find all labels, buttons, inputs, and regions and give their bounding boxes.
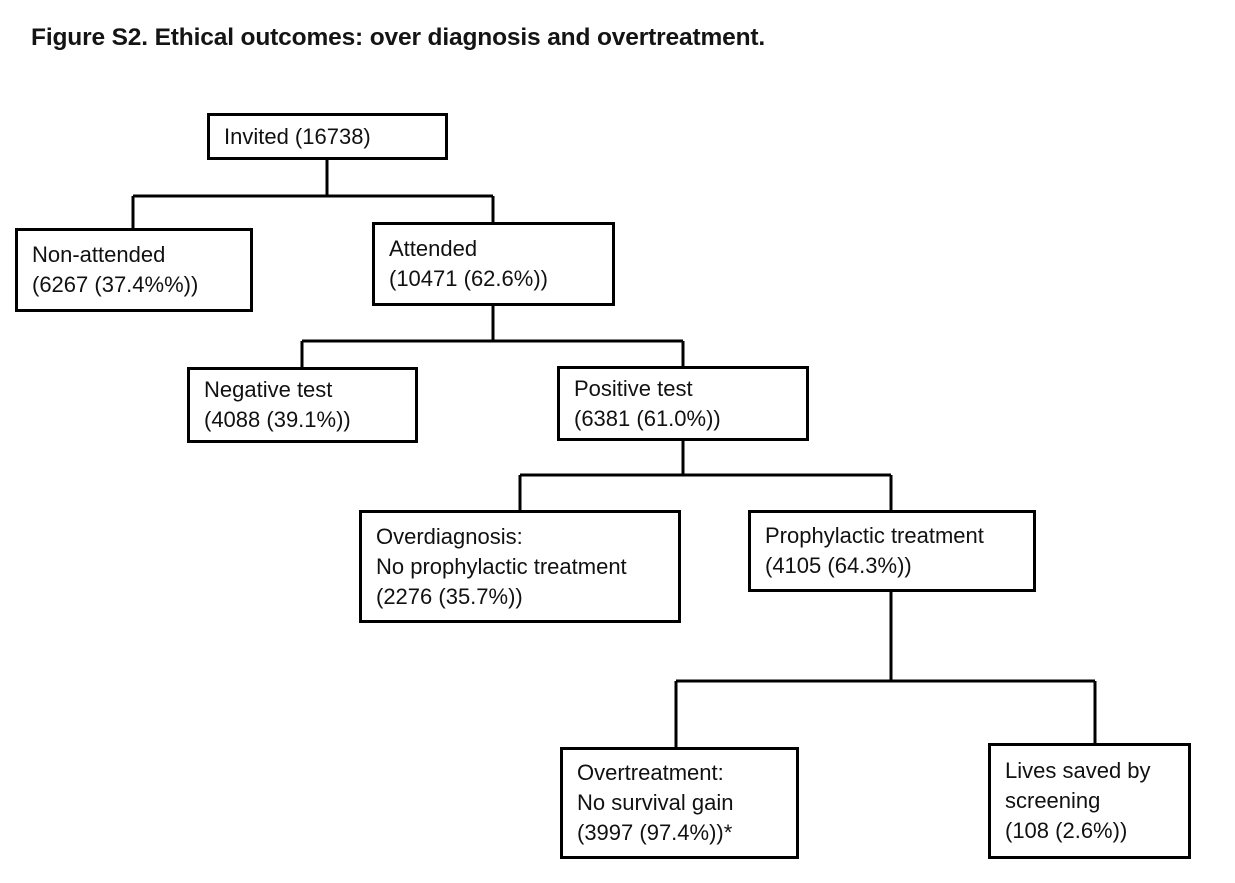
node-attended-line-2: (10471 (62.6%)) bbox=[389, 266, 548, 291]
node-lives-saved-line-1: Lives saved by bbox=[1005, 758, 1151, 783]
node-negative-test[interactable]: Negative test (4088 (39.1%)) bbox=[187, 367, 418, 443]
node-positive-test-line-2: (6381 (61.0%)) bbox=[574, 405, 721, 431]
node-lives-saved-line-3: (108 (2.6%)) bbox=[1005, 818, 1128, 843]
page-title: Figure S2. Ethical outcomes: over diagno… bbox=[31, 24, 766, 51]
node-prophylactic-treatment-line-2: (4105 (64.3%)) bbox=[765, 553, 912, 578]
node-overdiagnosis-line-1: Overdiagnosis: bbox=[376, 523, 523, 549]
node-attended-line-1: Attended bbox=[389, 236, 478, 261]
node-overdiagnosis-line-3: (2276 (35.7%)) bbox=[376, 583, 523, 609]
node-prophylactic-treatment-line-1: Prophylactic treatment bbox=[765, 523, 984, 548]
node-overdiagnosis-line-2: No prophylactic treatment bbox=[376, 553, 627, 579]
node-attended[interactable]: Attended (10471 (62.6%)) bbox=[372, 222, 615, 306]
node-overdiagnosis[interactable]: Overdiagnosis: No prophylactic treatment… bbox=[359, 510, 681, 623]
node-invited-line-1: Invited (16738) bbox=[224, 123, 371, 149]
node-overtreatment-line-2: No survival gain bbox=[577, 790, 734, 815]
node-overtreatment-line-3: (3997 (97.4%))* bbox=[577, 820, 733, 845]
node-non-attended-line-2: (6267 (37.4%%)) bbox=[32, 272, 199, 297]
node-overtreatment-line-1: Overtreatment: bbox=[577, 760, 724, 785]
node-overtreatment[interactable]: Overtreatment: No survival gain (3997 (9… bbox=[560, 747, 799, 859]
node-lives-saved[interactable]: Lives saved by screening (108 (2.6%)) bbox=[988, 743, 1191, 859]
node-non-attended-line-1: Non-attended bbox=[32, 242, 166, 267]
node-positive-test[interactable]: Positive test (6381 (61.0%)) bbox=[557, 366, 809, 441]
node-lives-saved-line-2: screening bbox=[1005, 788, 1101, 813]
node-negative-test-line-2: (4088 (39.1%)) bbox=[204, 407, 351, 432]
node-positive-test-line-1: Positive test bbox=[574, 375, 693, 401]
node-prophylactic-treatment[interactable]: Prophylactic treatment (4105 (64.3%)) bbox=[748, 510, 1036, 592]
node-invited[interactable]: Invited (16738) bbox=[207, 113, 448, 160]
node-non-attended[interactable]: Non-attended (6267 (37.4%%)) bbox=[15, 228, 253, 312]
node-negative-test-line-1: Negative test bbox=[204, 377, 333, 402]
